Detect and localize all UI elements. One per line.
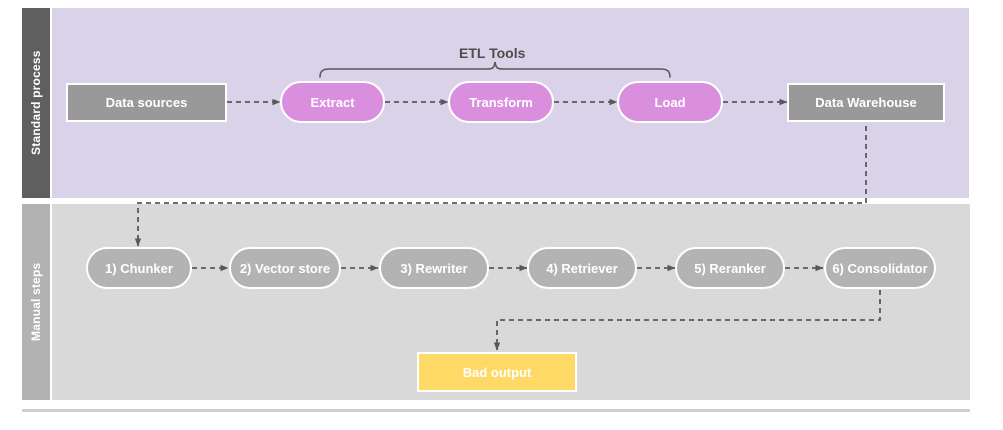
node-data-sources-label: Data sources — [105, 95, 188, 110]
swimlane-manual-steps-label: Manual steps — [29, 262, 43, 342]
bottom-divider — [22, 409, 970, 412]
node-vector-store-label: 2) Vector store — [239, 260, 331, 276]
node-transform[interactable]: Transform — [448, 81, 554, 123]
swimlane-manual-steps-header: Manual steps — [22, 204, 50, 400]
node-rewriter[interactable]: 3) Rewriter — [379, 247, 489, 289]
node-reranker-label: 5) Reranker — [694, 260, 766, 276]
node-load-label: Load — [654, 94, 686, 110]
node-reranker[interactable]: 5) Reranker — [675, 247, 785, 289]
node-transform-label: Transform — [469, 94, 533, 110]
swimlane-standard-process-header: Standard process — [22, 8, 50, 198]
node-chunker-label: 1) Chunker — [105, 260, 173, 276]
node-bad-output-label: Bad output — [462, 364, 532, 380]
node-extract-label: Extract — [310, 94, 355, 110]
swimlane-standard-process-label: Standard process — [29, 50, 43, 156]
node-rewriter-label: 3) Rewriter — [400, 260, 468, 276]
node-bad-output[interactable]: Bad output — [417, 352, 577, 392]
node-data-sources[interactable]: Data sources — [66, 83, 227, 122]
node-data-warehouse[interactable]: Data Warehouse — [787, 83, 945, 122]
node-chunker[interactable]: 1) Chunker — [86, 247, 192, 289]
node-extract[interactable]: Extract — [280, 81, 385, 123]
node-consolidator-label: 6) Consolidator — [832, 260, 928, 276]
node-retriever-label: 4) Retriever — [546, 260, 618, 276]
node-vector-store[interactable]: 2) Vector store — [229, 247, 341, 289]
node-retriever[interactable]: 4) Retriever — [527, 247, 637, 289]
etl-tools-label: ETL Tools — [459, 45, 526, 61]
node-data-warehouse-label: Data Warehouse — [815, 95, 917, 110]
node-load[interactable]: Load — [617, 81, 723, 123]
node-consolidator[interactable]: 6) Consolidator — [824, 247, 936, 289]
